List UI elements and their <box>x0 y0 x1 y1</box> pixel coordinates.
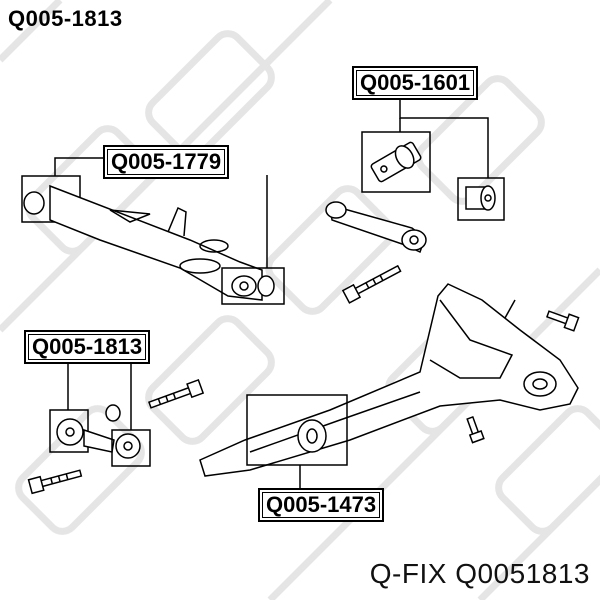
fix-logo-watermark <box>145 30 275 160</box>
box-1779-b <box>221 267 285 305</box>
fix-logo-watermark <box>15 405 145 535</box>
leader-1779-left <box>54 157 103 176</box>
callout-q005-1473: Q005-1473 <box>258 488 385 522</box>
page-title: Q005-1813 <box>8 6 123 31</box>
bushing <box>370 141 422 183</box>
bolt <box>466 416 485 444</box>
fix-logo-watermark <box>265 185 395 315</box>
callout-q005-1779: Q005-1779 <box>103 145 230 179</box>
fix-logo-watermark <box>415 75 545 205</box>
callout-q005-1813: Q005-1813 <box>24 330 151 364</box>
bushing <box>56 418 84 446</box>
lateral-link <box>325 201 427 254</box>
group-1601 <box>325 131 505 304</box>
control-arm <box>21 175 285 305</box>
bolt <box>27 469 83 495</box>
group-1813 <box>27 378 205 495</box>
box-1601-a <box>361 131 431 193</box>
box-1601-b <box>457 177 505 221</box>
fix-logo-watermark <box>495 405 600 535</box>
leader-1601 <box>399 97 489 178</box>
fix-logo-watermark <box>145 315 275 445</box>
bushing <box>465 185 496 211</box>
bolt <box>148 378 205 409</box>
trailing-arm <box>199 283 580 477</box>
box-1473 <box>246 394 348 466</box>
footer-brand-part: Q-FIX Q0051813 <box>369 558 590 589</box>
bushing <box>297 419 327 453</box>
washer <box>105 404 121 422</box>
box-1813-b <box>111 429 151 467</box>
bolt <box>341 264 402 304</box>
bolt <box>546 310 580 332</box>
callout-q005-1601: Q005-1601 <box>352 66 479 100</box>
bushing <box>115 433 141 459</box>
